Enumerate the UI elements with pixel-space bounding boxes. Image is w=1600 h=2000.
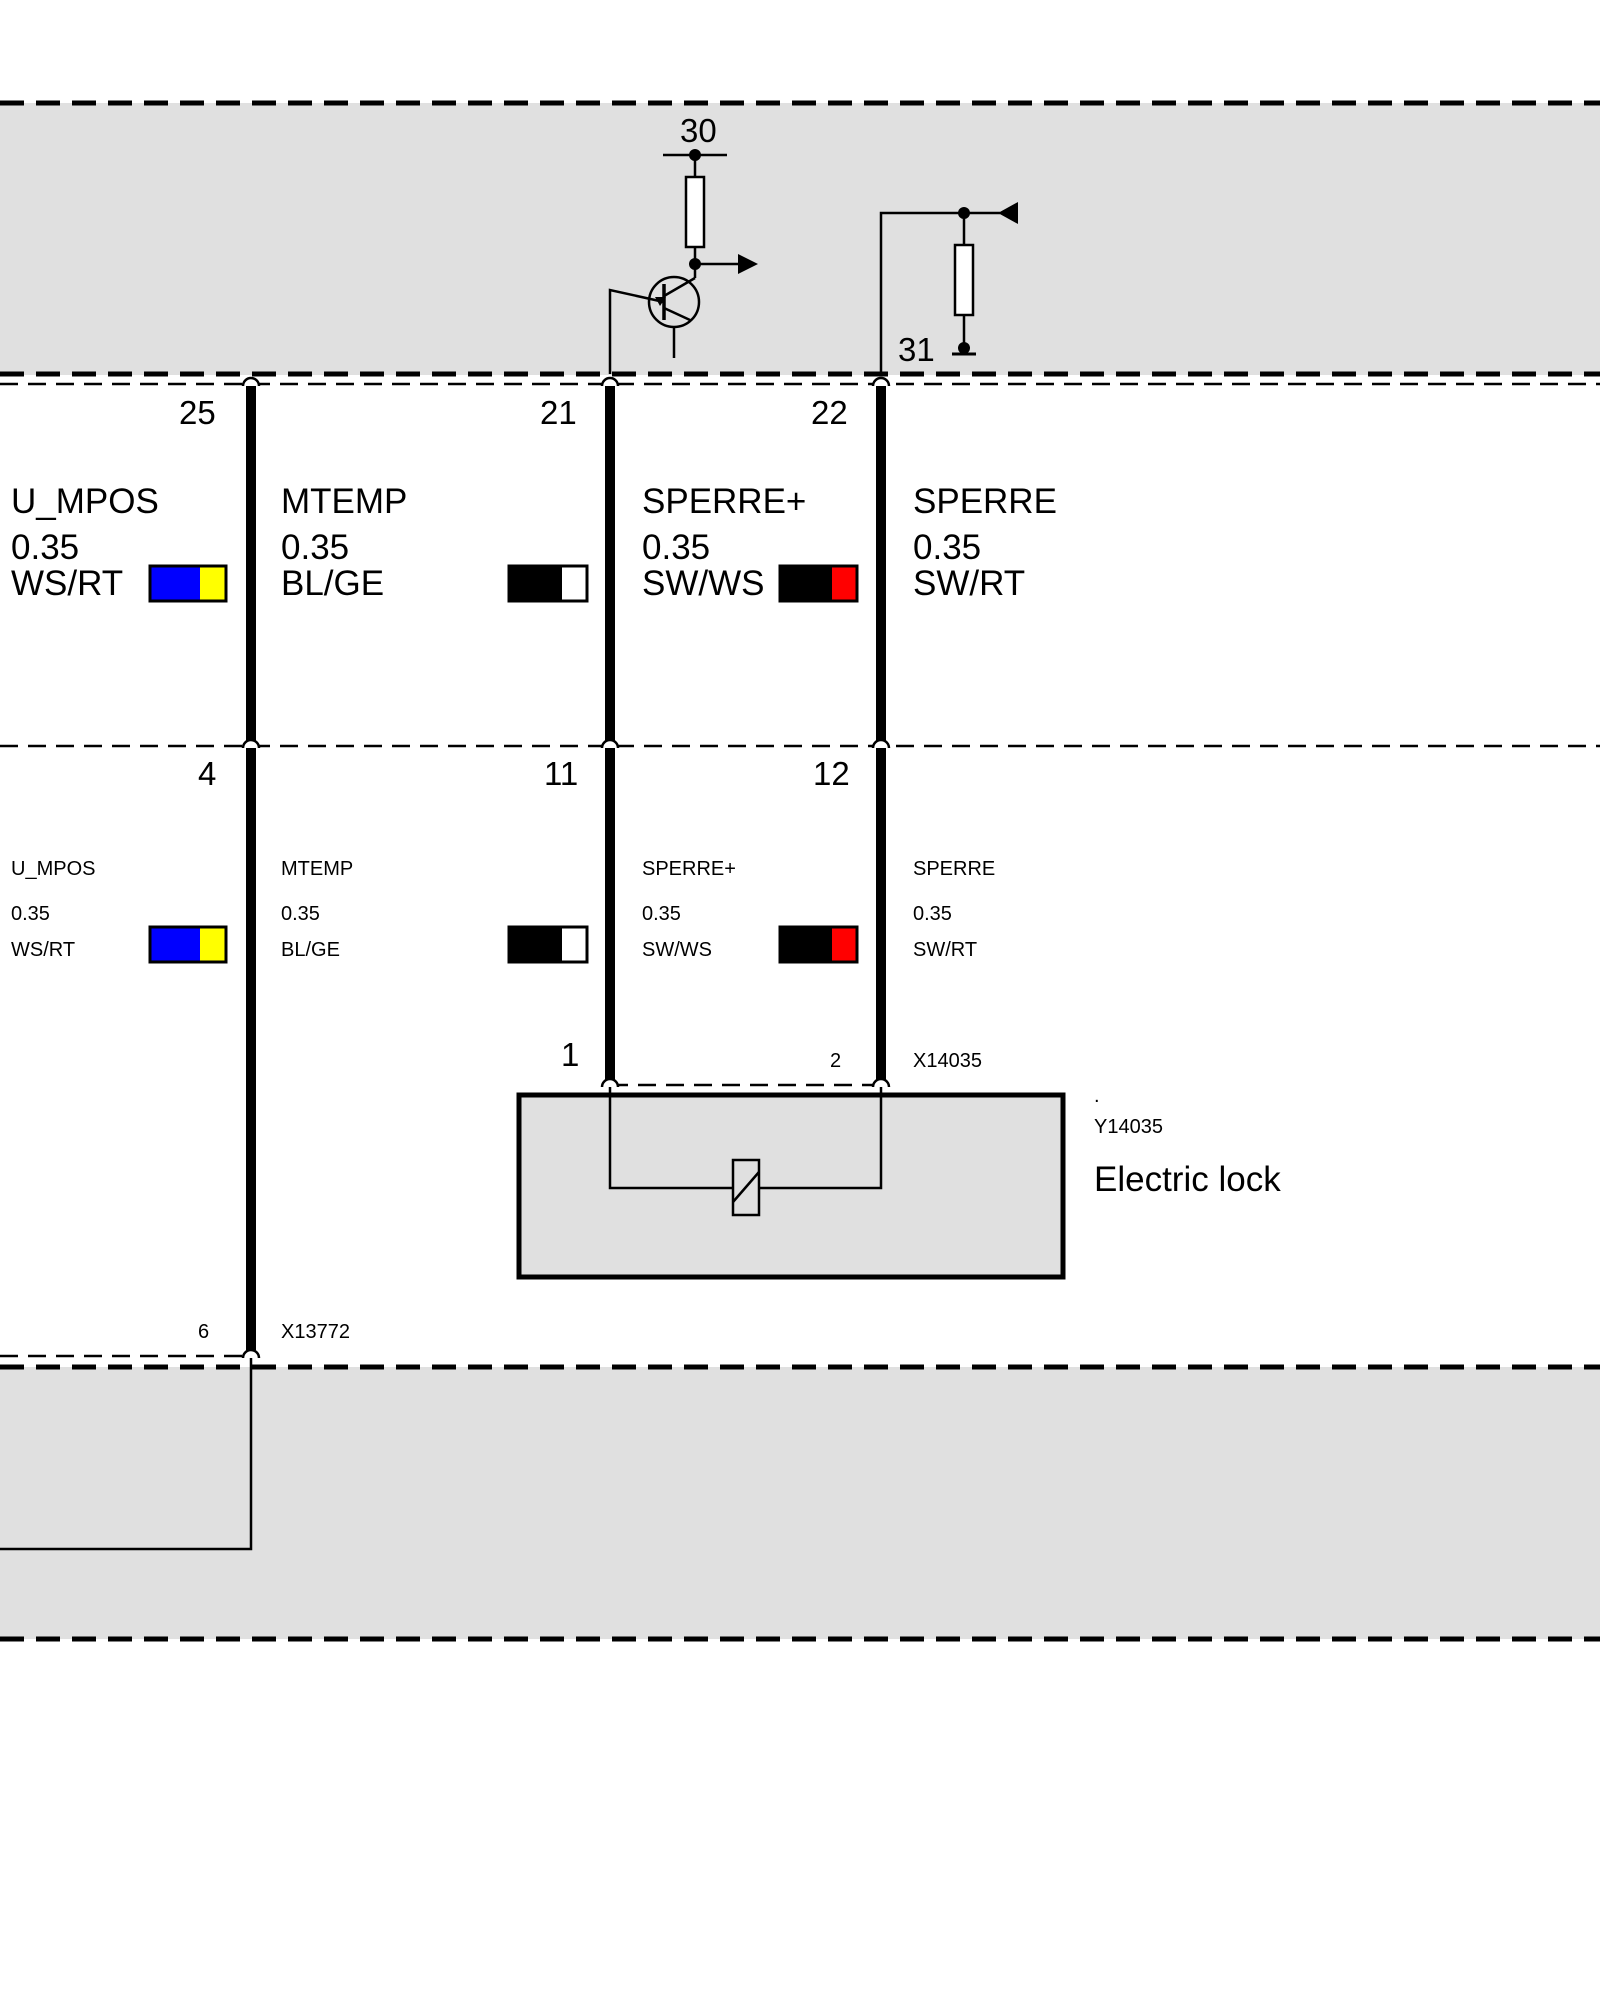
bottom-pin-label: 6: [198, 1321, 209, 1343]
terminal-31-label: 31: [898, 331, 935, 368]
solenoid-icon: [731, 1158, 761, 1217]
lower-sperre-plus-gauge: 0.35: [642, 903, 681, 925]
bottom-connector-id: X13772: [281, 1321, 350, 1343]
upper-sperre-signal: SPERRE: [913, 482, 1057, 521]
upper-sperre-plus-color: SW/WS: [642, 564, 764, 603]
lower-mtemp-color: BL/GE: [281, 939, 340, 961]
bottom-module-area: [0, 1367, 1600, 1639]
lower-swatch-bl-ge: [507, 925, 589, 964]
upper-mtemp-color: BL/GE: [281, 564, 384, 603]
output-arrow-icon: [738, 254, 758, 274]
lock-connector-id: X14035: [913, 1050, 982, 1072]
lower-sperre-plus-color: SW/WS: [642, 939, 712, 961]
transistor-icon: [608, 275, 701, 374]
bottom-internal-wire: [0, 1356, 253, 1551]
upper-sperre-gauge: 0.35: [913, 528, 981, 567]
lower-swatch-sw-ws: [778, 925, 859, 964]
lower-mtemp-gauge: 0.35: [281, 903, 320, 925]
upper-swatch-ws-rt: [148, 564, 228, 603]
upper-sperre-color: SW/RT: [913, 564, 1025, 603]
upper-sperre-plus-gauge: 0.35: [642, 528, 710, 567]
pin-11-label: 11: [544, 755, 578, 792]
input-arrow-icon: [998, 202, 1018, 224]
upper-u-mpos-signal: U_MPOS: [11, 482, 159, 521]
pullup-resistor: [684, 175, 706, 249]
lower-sperre-color: SW/RT: [913, 939, 977, 961]
lower-mtemp-signal: MTEMP: [281, 858, 353, 880]
lock-pin-2-label: 2: [830, 1050, 841, 1072]
pin-21-label: 21: [540, 394, 577, 431]
pin-25-label: 25: [179, 394, 216, 431]
lower-sperre-signal: SPERRE: [913, 858, 995, 880]
top-module-area: [0, 103, 1600, 375]
upper-u-mpos-color: WS/RT: [11, 564, 123, 603]
lower-sperre-plus-signal: SPERRE+: [642, 858, 736, 880]
terminal-30-supply: [663, 149, 758, 278]
terminal-31-ground: [879, 202, 1018, 374]
pin-12-label: 12: [813, 755, 850, 792]
connector-hooks: [241, 376, 891, 1359]
lower-u-mpos-color: WS/RT: [11, 939, 75, 961]
upper-swatch-bl-ge: [507, 564, 589, 603]
upper-sperre-plus-signal: SPERRE+: [642, 482, 806, 521]
lock-pin-1-label: 1: [561, 1036, 579, 1073]
ground-resistor: [953, 243, 975, 317]
lock-dot: .: [1094, 1085, 1100, 1107]
pin-22-label: 22: [811, 394, 848, 431]
lower-u-mpos-signal: U_MPOS: [11, 858, 95, 880]
upper-mtemp-gauge: 0.35: [281, 528, 349, 567]
lower-swatch-ws-rt: [148, 925, 228, 964]
upper-swatch-sw-ws: [778, 564, 859, 603]
lower-sperre-gauge: 0.35: [913, 903, 952, 925]
lock-id: Y14035: [1094, 1116, 1163, 1138]
terminal-30-label: 30: [680, 112, 717, 149]
electric-lock-box: [516, 1092, 1066, 1280]
lower-u-mpos-gauge: 0.35: [11, 903, 50, 925]
upper-mtemp-signal: MTEMP: [281, 482, 407, 521]
upper-u-mpos-gauge: 0.35: [11, 528, 79, 567]
pin-4-label: 4: [198, 755, 216, 792]
lock-name: Electric lock: [1094, 1160, 1281, 1199]
